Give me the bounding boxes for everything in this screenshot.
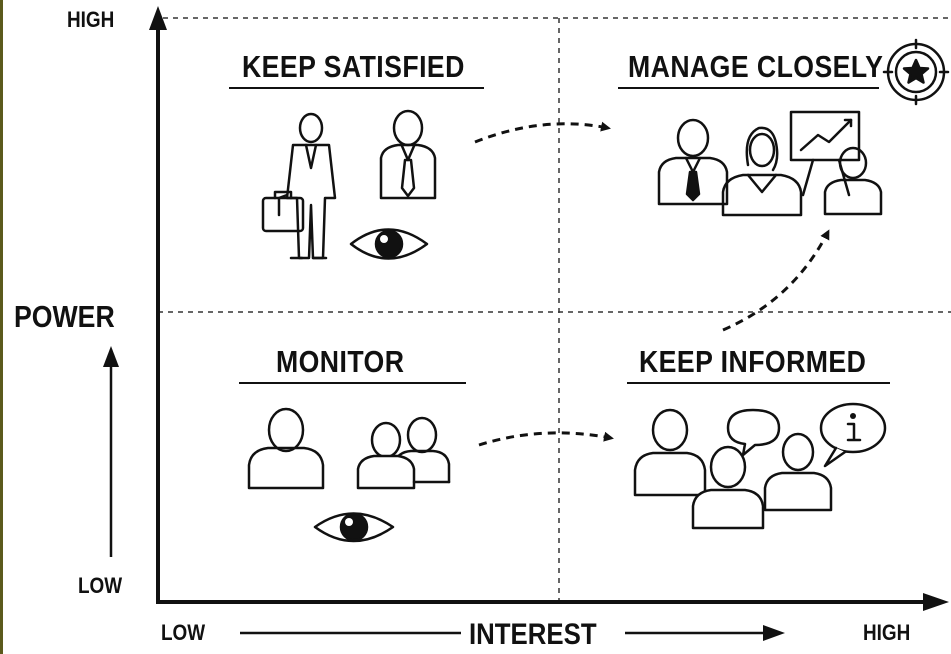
power-high-label: HIGH [67, 7, 115, 32]
eye-icon [349, 228, 429, 260]
arrow-keep-informed-to-manage-closely [722, 229, 830, 332]
axes [103, 6, 949, 641]
target-star-icon [882, 38, 950, 106]
keep-informed-title: KEEP INFORMED [639, 344, 867, 379]
monitor-icons [247, 407, 451, 543]
interest-direction-arrowhead [763, 625, 785, 641]
group-of-people-icon [633, 408, 833, 530]
businessman-with-briefcase-icon [261, 112, 337, 260]
interest-axis-label: INTEREST [469, 618, 597, 651]
quadrant-dividers [158, 17, 951, 600]
arrow-keep-satisfied-to-manage-closely [474, 121, 611, 144]
businessman-bust-icon [657, 118, 729, 206]
manage-closely-title: MANAGE CLOSELY [628, 49, 884, 84]
person-outline-icon [247, 407, 325, 490]
power-interest-grid: HIGH POWER LOW LOW INTEREST HIGH KEEP SA… [3, 0, 951, 654]
eye-icon [313, 512, 395, 543]
keep-informed-icons [633, 402, 887, 530]
woman-bust-icon [721, 126, 803, 217]
power-axis-label: POWER [14, 299, 115, 334]
title-underlines [229, 87, 890, 384]
monitor-title: MONITOR [276, 344, 405, 379]
keep-satisfied-icons [261, 109, 437, 260]
info-speech-bubble-icon [819, 402, 887, 468]
power-axis-arrowhead [149, 6, 167, 30]
interest-axis-arrowhead [923, 593, 949, 611]
arrow-monitor-to-keep-informed [478, 431, 614, 447]
power-low-label: LOW [78, 573, 123, 598]
presentation-board-icon [789, 110, 861, 197]
transition-arrows [474, 121, 830, 447]
person-bust-icon [823, 146, 883, 216]
keep-satisfied-title: KEEP SATISFIED [242, 49, 465, 84]
manage-closely-icons [657, 38, 950, 217]
interest-high-label: HIGH [863, 620, 911, 645]
grid-drawing [103, 6, 951, 641]
businessman-bust-icon [379, 109, 437, 200]
interest-low-label: LOW [161, 620, 206, 645]
two-people-icon [356, 416, 451, 490]
speech-bubble-icon [726, 408, 781, 457]
power-direction-arrowhead [103, 346, 119, 367]
